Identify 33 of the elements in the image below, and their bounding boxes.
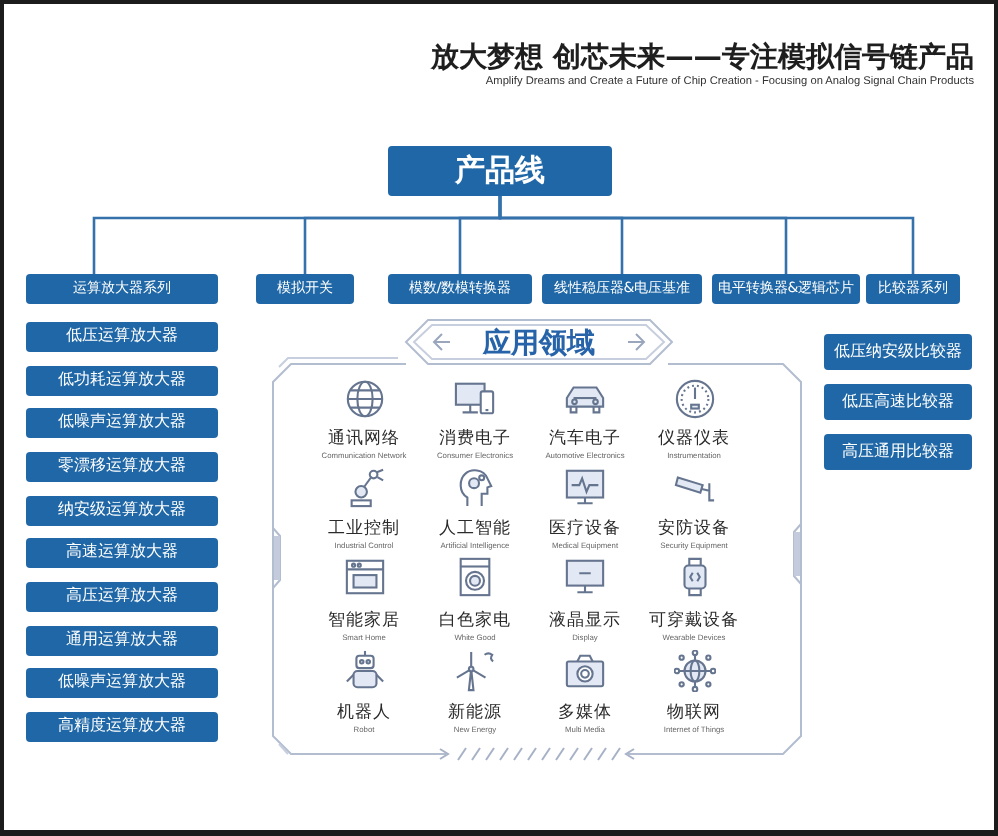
panel-heading: 应用领域 — [483, 329, 595, 357]
product-box: 高速运算放大器 — [26, 538, 218, 569]
application-label: 工业控制 — [328, 520, 400, 538]
application-label: 消费电子 — [439, 431, 511, 449]
product-box: 低压高速比较器 — [824, 384, 972, 420]
application-label: 物联网 — [667, 705, 721, 723]
application-label: 新能源 — [448, 705, 502, 723]
product-box: 高精度运算放大器 — [26, 711, 218, 742]
product-box: 低功耗运算放大器 — [26, 365, 218, 396]
product-box: 低压运算放大器 — [26, 322, 218, 352]
product-box: 低噪声运算放大器 — [26, 668, 218, 699]
application-label: 医疗设备 — [549, 520, 621, 538]
connector-line — [498, 196, 915, 274]
application-label: 液晶显示 — [549, 613, 621, 631]
product-box: 纳安级运算放大器 — [26, 495, 218, 526]
product-box: 低压纳安级比较器 — [824, 334, 972, 370]
product-box: 通用运算放大器 — [26, 625, 218, 655]
application-label: 汽车电子 — [549, 431, 621, 449]
application-label: 多媒体 — [558, 705, 612, 723]
slogan-heading: 放大梦想 创芯未来——专注模拟信号链产品 — [431, 44, 974, 73]
application-label: 通讯网络 — [328, 431, 400, 449]
application-label: 人工智能 — [439, 520, 511, 538]
application-label: 安防设备 — [658, 520, 730, 538]
product-box: 零漂移运算放大器 — [26, 452, 218, 482]
product-box: 低噪声运算放大器 — [26, 408, 218, 439]
application-label: 白色家电 — [439, 613, 511, 631]
heading-box: 产品线 — [388, 146, 612, 196]
application-label: 机器人 — [337, 705, 391, 723]
application-label: 智能家居 — [328, 613, 400, 631]
product-box: 高压运算放大器 — [26, 581, 218, 612]
application-label: 可穿戴设备 — [649, 613, 739, 631]
application-label: 仪器仪表 — [658, 431, 730, 449]
product-box: 高压通用比较器 — [824, 434, 972, 470]
